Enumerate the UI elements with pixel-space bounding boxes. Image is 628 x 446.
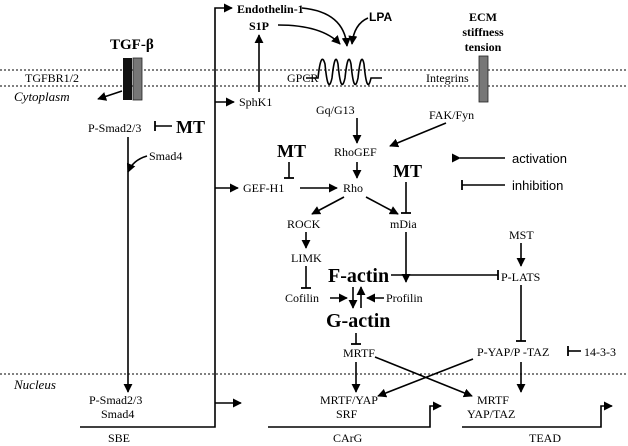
- pathway-edges: [80, 3, 613, 428]
- tgfb-label: TGF-β: [110, 37, 154, 53]
- nuc-p-smad23: P-Smad2/3: [89, 393, 142, 407]
- mst-node: MST: [509, 228, 534, 242]
- sbe-element: SBE: [108, 431, 130, 445]
- carg-element: CArG: [333, 431, 363, 445]
- nuc-yap-taz: YAP/TAZ: [467, 407, 515, 421]
- p1433-node: 14-3-3: [584, 345, 616, 359]
- cofilin-node: Cofilin: [285, 291, 319, 305]
- integrins-label: Integrins: [426, 71, 469, 85]
- endothelin-label: Endothelin-1: [237, 2, 304, 16]
- mt-smad-inhibitor: MT: [176, 117, 205, 137]
- smad4-node: Smad4: [149, 149, 182, 163]
- plasma-membrane: [0, 69, 628, 87]
- mdia-node: mDia: [390, 217, 417, 231]
- tead-element: TEAD: [529, 431, 561, 445]
- p-smad23-node: P-Smad2/3: [88, 121, 141, 135]
- legend-inhibition-label: inhibition: [512, 178, 563, 193]
- tension-label: tension: [465, 40, 502, 54]
- rho-node: Rho: [343, 181, 363, 195]
- gq-g13-node: Gq/G13: [316, 103, 355, 117]
- mt-gef-inhibitor: MT: [277, 141, 306, 161]
- nuc-mrtf: MRTF: [477, 393, 509, 407]
- legend-activation-label: activation: [512, 151, 567, 166]
- mt-mdia-inhibitor: MT: [393, 161, 422, 181]
- stiffness-label: stiffness: [462, 25, 504, 39]
- s1p-label: S1P: [249, 19, 269, 33]
- mrtf-node: MRTF: [343, 346, 375, 360]
- lpa-label: LPA: [369, 10, 392, 24]
- nuc-mrtf-yap: MRTF/YAP: [320, 393, 378, 407]
- cytoplasm-label: Cytoplasm: [14, 89, 70, 104]
- tgfbr-label: TGFBR1/2: [25, 71, 79, 85]
- nucleus-label: Nucleus: [13, 377, 56, 392]
- legend: activation inhibition: [451, 151, 567, 193]
- rock-node: ROCK: [287, 217, 321, 231]
- rhogef-node: RhoGEF: [334, 145, 377, 159]
- gpcr-label: GPCR: [287, 71, 318, 85]
- p-yap-taz-node: P-YAP/P -TAZ: [477, 345, 549, 359]
- sphk1-node: SphK1: [239, 95, 272, 109]
- f-actin-node: F-actin: [328, 265, 389, 287]
- ecm-label: ECM: [469, 10, 497, 24]
- nuc-smad4: Smad4: [101, 407, 134, 421]
- profilin-node: Profilin: [386, 291, 423, 305]
- gpcr-helix: [306, 58, 382, 86]
- g-actin-node: G-actin: [326, 310, 390, 332]
- tgfbr-receptor: [123, 57, 143, 101]
- p-lats-node: P-LATS: [501, 270, 540, 284]
- integrin-receptor: [478, 55, 489, 103]
- limk-node: LIMK: [291, 251, 322, 265]
- fak-fyn-node: FAK/Fyn: [429, 108, 474, 122]
- nuc-srf: SRF: [336, 407, 358, 421]
- gef-h1-node: GEF-H1: [243, 181, 284, 195]
